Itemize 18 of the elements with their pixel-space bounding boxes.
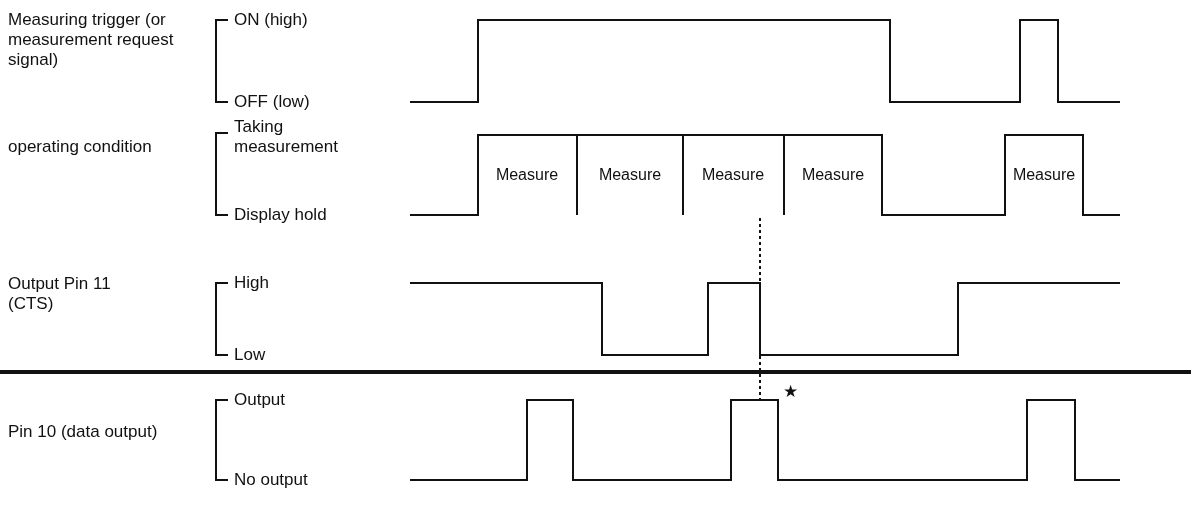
state-label: Measure (1012, 165, 1076, 185)
level-label: No output (234, 470, 308, 490)
signal-name: operating condition (8, 137, 153, 157)
level-label: ON (high) (234, 10, 308, 30)
level-label: High (234, 273, 269, 293)
signal-name: Measuring trigger (or measurement request signal) (8, 10, 175, 70)
state-label: Taking measurement (234, 117, 339, 157)
level-label: Low (234, 345, 266, 365)
state-label: Measure (701, 165, 765, 185)
footnote-mark: ★ (783, 382, 798, 402)
signal-name: Pin 10 (data output) (8, 422, 158, 442)
state-label: Measure (801, 165, 865, 185)
level-label: Output (234, 390, 286, 410)
state-label: Measure (495, 165, 559, 185)
signal-name: Output Pin 11 (CTS) (8, 274, 112, 314)
state-label: Display hold (234, 205, 327, 225)
state-label: Measure (598, 165, 662, 185)
level-label: OFF (low) (234, 92, 310, 112)
